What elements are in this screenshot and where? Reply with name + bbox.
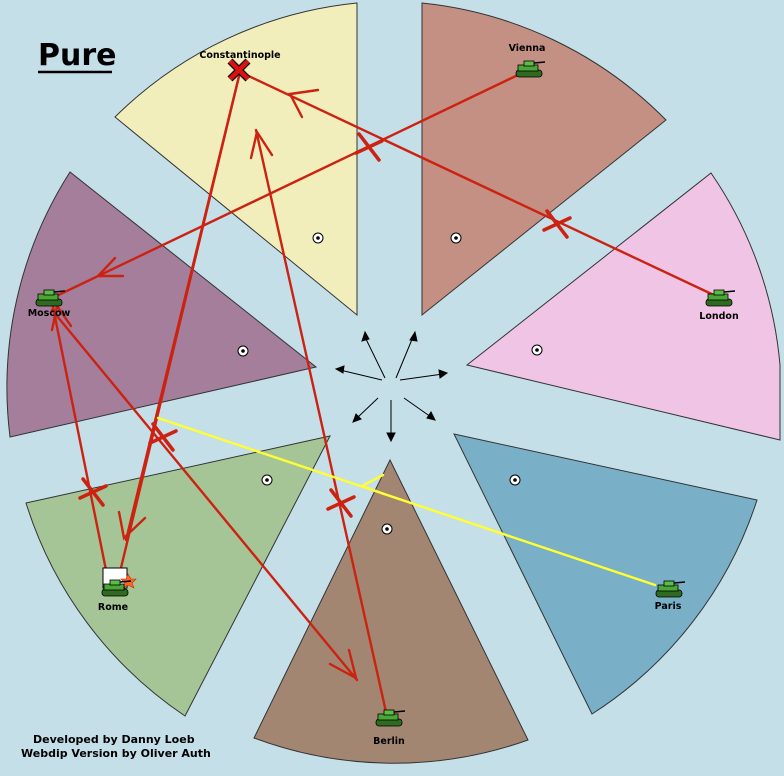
territory-labels: Constantinople Vienna London Paris Berli… [28, 43, 739, 747]
support-order [156, 416, 657, 587]
territory-berlin[interactable] [253, 458, 529, 764]
label-moscow: Moscow [28, 308, 71, 319]
territory-vienna[interactable] [421, 2, 667, 317]
map-title: Pure [38, 38, 117, 73]
label-berlin: Berlin [373, 736, 405, 747]
territory-paris[interactable] [453, 433, 758, 715]
orders [46, 70, 720, 714]
label-london: London [699, 311, 739, 322]
label-paris: Paris [655, 601, 682, 612]
territory-rome[interactable] [25, 435, 331, 717]
dislodged-icon [227, 58, 251, 82]
center-arrows [334, 330, 449, 443]
label-constantinople: Constantinople [199, 50, 280, 61]
territory-moscow[interactable] [6, 171, 318, 438]
territory-london[interactable] [465, 172, 781, 441]
failed-markers [78, 132, 572, 518]
territory-constantinople[interactable] [114, 2, 358, 317]
supply-centers [237, 232, 543, 535]
label-rome: Rome [98, 602, 128, 613]
credit-developer: Developed by Danny Loeb [33, 733, 195, 746]
credit-webdip: Webdip Version by Oliver Auth [21, 747, 211, 760]
label-vienna: Vienna [509, 43, 546, 54]
